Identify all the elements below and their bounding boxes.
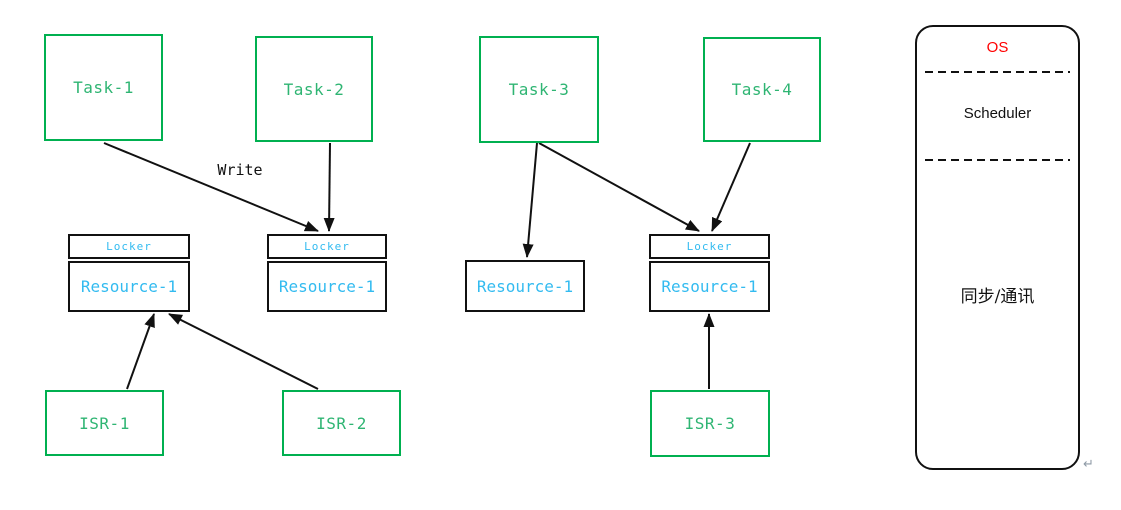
edge-task2-resource2: [323, 142, 335, 232]
resource-2-group: Locker Resource-1: [267, 234, 387, 312]
resource-3-body: Resource-1: [465, 260, 585, 312]
isr-2-box: ISR-2: [282, 390, 401, 456]
resource-4-body: Resource-1: [649, 261, 770, 312]
isr-1-label: ISR-1: [79, 413, 130, 433]
task-4-label: Task-4: [731, 80, 793, 99]
resource-2-body: Resource-1: [267, 261, 387, 312]
isr-3-box: ISR-3: [650, 390, 770, 457]
task-3-box: Task-3: [479, 36, 599, 143]
isr-2-label: ISR-2: [316, 413, 367, 433]
resource-3-group: Resource-1: [465, 260, 585, 312]
os-panel: OS Scheduler 同步/通讯: [915, 25, 1080, 470]
task-3-label: Task-3: [508, 80, 570, 99]
resource-4-locker-label: Locker: [686, 240, 733, 253]
task-2-label: Task-2: [283, 79, 345, 99]
resource-3-name: Resource-1: [476, 276, 574, 296]
resource-2-locker-label: Locker: [304, 240, 350, 253]
os-scheduler-label: Scheduler: [963, 105, 1032, 122]
task-4-box: Task-4: [703, 37, 821, 142]
os-sync-label: 同步/通讯: [960, 287, 1035, 307]
paragraph-return-mark: ↵: [1083, 456, 1094, 471]
edge-isr2-resource1: [168, 313, 319, 390]
task-1-box: Task-1: [44, 34, 163, 141]
resource-1-name: Resource-1: [80, 277, 178, 296]
os-divider-2: [925, 159, 1070, 161]
edge-task4-resource4: [711, 142, 751, 232]
resource-4-locker-header: Locker: [649, 234, 770, 259]
isr-1-box: ISR-1: [45, 390, 164, 456]
isr-3-label: ISR-3: [684, 414, 736, 433]
resource-2-name: Resource-1: [278, 277, 376, 296]
edge-task3-resource4: [538, 142, 700, 232]
resource-1-locker-label: Locker: [106, 240, 152, 253]
resource-2-locker-header: Locker: [267, 234, 387, 259]
edge-isr1-resource1: [126, 313, 155, 390]
resource-1-locker-header: Locker: [68, 234, 190, 259]
resource-1-body: Resource-1: [68, 261, 190, 312]
resource-4-name: Resource-1: [661, 277, 758, 296]
os-divider-1: [925, 71, 1070, 73]
write-edge-label: Write: [217, 161, 263, 179]
edge-task1-resource2: [103, 142, 319, 232]
edge-task3-resource3: [522, 142, 538, 258]
resource-1-group: Locker Resource-1: [68, 234, 190, 312]
task-2-box: Task-2: [255, 36, 373, 142]
resource-4-group: Locker Resource-1: [649, 234, 770, 312]
os-title: OS: [986, 39, 1009, 56]
task-1-label: Task-1: [73, 78, 134, 97]
